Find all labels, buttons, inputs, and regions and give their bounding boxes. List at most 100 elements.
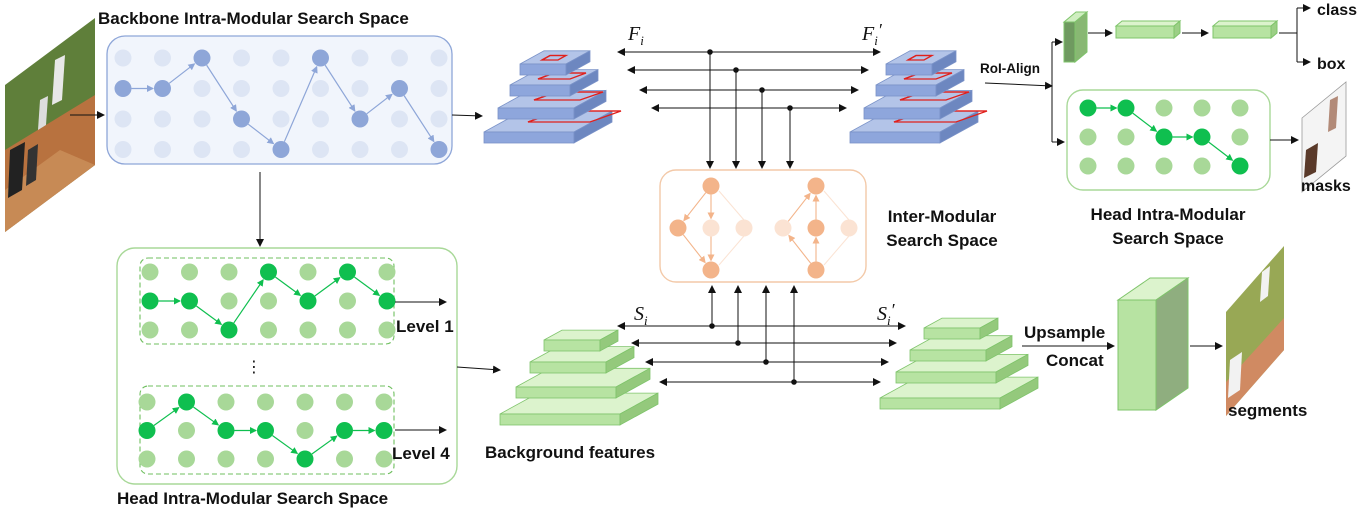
active-node: [430, 141, 448, 158]
inactive-node: [272, 110, 290, 128]
inactive-node: [351, 141, 369, 158]
inactive-node: [154, 141, 171, 158]
inactive-node: [114, 49, 132, 67]
path-edge: [1132, 112, 1158, 132]
s-pyramid-connections: [617, 285, 906, 386]
active-node: [181, 292, 198, 310]
inactive-node: [1193, 99, 1211, 117]
inactive-node: [138, 450, 156, 468]
layer-side: [565, 50, 591, 76]
inactive-node: [391, 49, 408, 67]
active-node: [233, 110, 250, 128]
background-features-label: Background features: [485, 443, 655, 462]
inactive-node: [193, 141, 211, 158]
mask-head-space-title-line2: Search Space: [1112, 229, 1224, 248]
path-edge: [311, 435, 338, 455]
box-head-fc1: [1114, 19, 1182, 40]
path-edge: [195, 305, 223, 325]
layer-front: [909, 349, 987, 362]
active-node: [178, 393, 195, 411]
inactive-node: [312, 110, 329, 128]
layer-front: [863, 107, 941, 120]
inactive-node: [1193, 157, 1211, 175]
path-edge: [247, 123, 275, 145]
active-node: [260, 263, 277, 281]
layer-front: [875, 84, 937, 97]
inactive-node: [138, 393, 156, 411]
path-edge: [403, 95, 435, 143]
inactive-node: [141, 263, 159, 281]
layer-front: [497, 107, 575, 120]
label-f-i-prime-sub: i: [874, 33, 878, 48]
path-edge: [193, 406, 220, 426]
active-node: [351, 110, 369, 128]
active-node: [220, 321, 238, 339]
layer-front: [879, 397, 1001, 410]
roi-align-arrow: [984, 81, 1053, 90]
inter-modular-node-grid: [669, 177, 858, 279]
label-s-i: Si: [634, 303, 648, 328]
inactive-node: [702, 219, 720, 237]
inactive-node: [217, 393, 235, 411]
active-node: [138, 422, 156, 439]
path-edge: [153, 406, 180, 427]
layer-side: [615, 367, 651, 399]
inactive-node: [1079, 128, 1097, 146]
path-edge: [718, 190, 745, 221]
label-f-i-prime-mark: ′: [878, 20, 883, 40]
active-node: [1155, 128, 1173, 146]
inter-modular-box: [659, 169, 867, 283]
active-node: [141, 292, 159, 310]
active-node: [114, 80, 132, 97]
layer-side: [573, 89, 607, 120]
segments-output-image: [1226, 246, 1284, 416]
inactive-node: [1117, 128, 1135, 146]
path-edge: [683, 192, 707, 222]
inactive-node: [260, 292, 277, 310]
active-node: [217, 422, 235, 439]
inactive-node: [774, 219, 792, 237]
layer-front: [483, 131, 575, 144]
path-edge: [233, 279, 264, 324]
path-edge: [682, 234, 706, 264]
head-space-title: Head Intra-Modular Search Space: [117, 489, 388, 508]
inactive-node: [339, 292, 356, 310]
label-s-i-sub: i: [644, 313, 648, 328]
active-node: [272, 141, 290, 158]
layer-side: [619, 392, 659, 426]
active-node: [669, 219, 687, 237]
feature-pyramid-f-prime: [849, 50, 988, 144]
level1-node-grid: [141, 263, 396, 339]
layer-front: [885, 63, 933, 76]
inactive-node: [391, 141, 408, 158]
layer-side: [939, 89, 973, 120]
inactive-node: [272, 49, 290, 67]
inactive-node: [375, 393, 393, 411]
masks-label: masks: [1301, 178, 1351, 195]
inactive-node: [336, 450, 353, 468]
layer-front: [923, 327, 981, 340]
layer-side: [935, 68, 965, 97]
inactive-node: [375, 450, 393, 468]
active-node: [807, 219, 825, 237]
inactive-node: [272, 80, 290, 97]
inactive-node: [193, 80, 211, 97]
mask-head-node-grid: [1079, 99, 1249, 175]
inactive-node: [299, 321, 317, 339]
inactive-node: [1231, 128, 1249, 146]
label-s-i-prime-sub: i: [887, 313, 891, 328]
path-edge: [823, 235, 850, 266]
layer-front: [529, 361, 607, 374]
path-edge: [283, 65, 318, 142]
layer-front: [509, 84, 571, 97]
active-node: [1231, 157, 1249, 175]
active-node: [336, 422, 353, 439]
label-s-i-prime: Si′: [877, 300, 896, 328]
head-to-background-arrow: [456, 365, 501, 374]
segmentation-pyramid-s-prime: [879, 317, 1039, 410]
path-edge: [788, 234, 812, 264]
active-node: [702, 261, 720, 279]
label-s-i-prime-mark: ′: [891, 300, 896, 320]
layer-front: [895, 371, 997, 384]
inactive-node: [336, 393, 353, 411]
